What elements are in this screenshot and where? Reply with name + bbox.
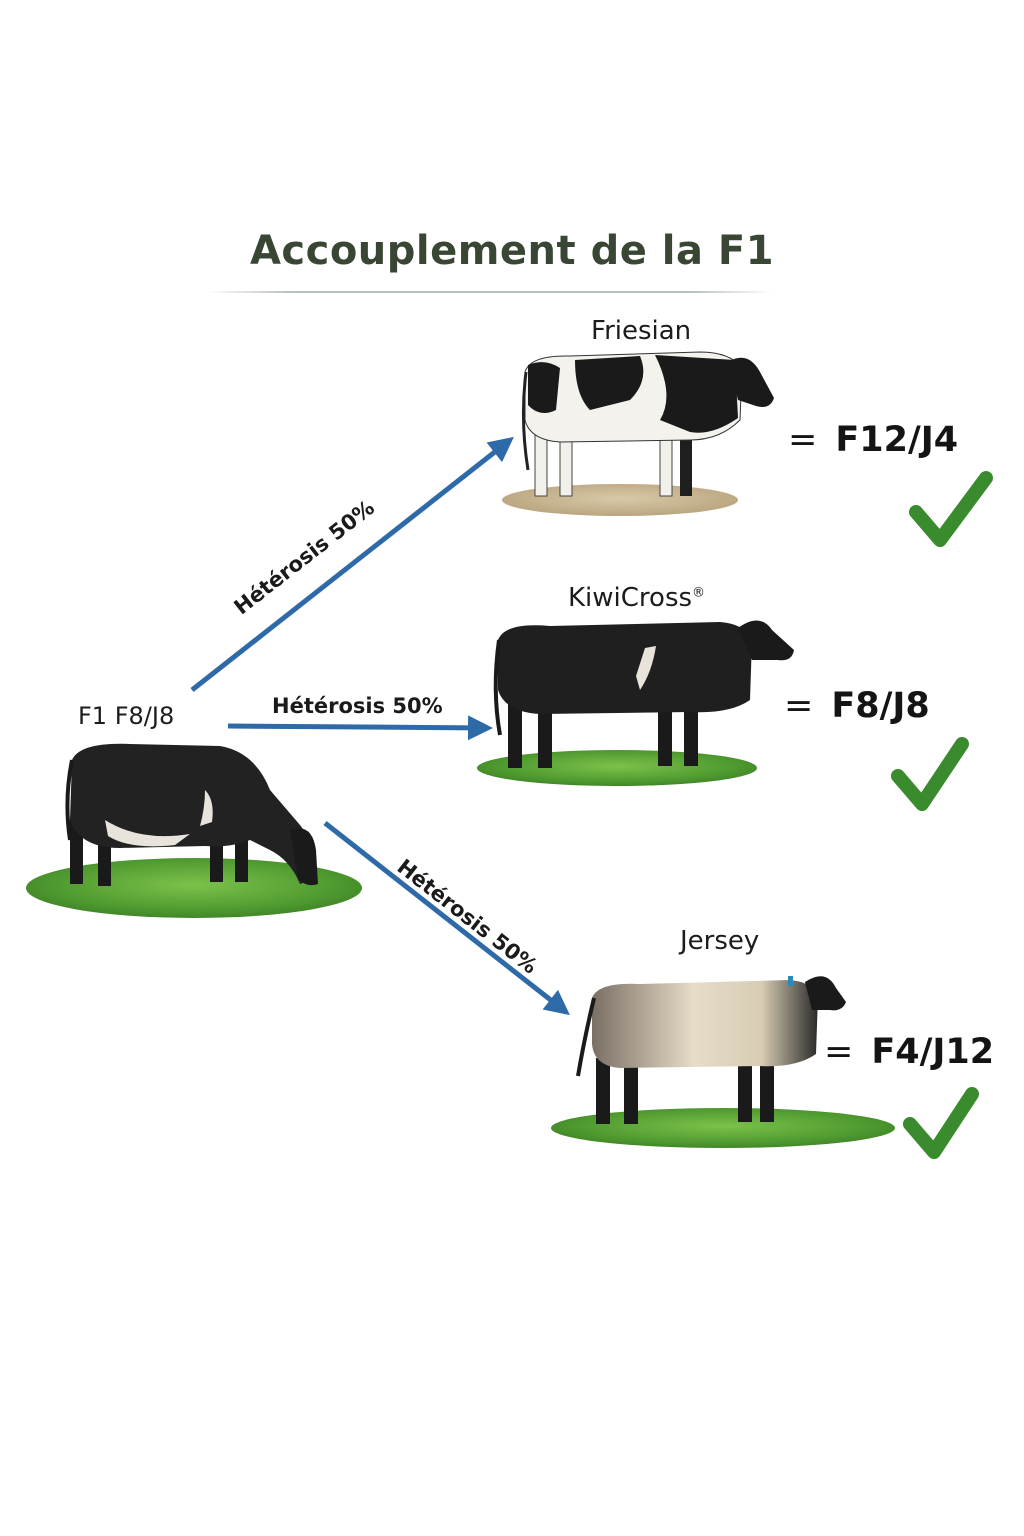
result-kiwicross: = F8/J8 [784,686,930,726]
equals-sign: = [788,420,818,460]
check-icon [891,737,969,811]
result-value: F4/J12 [871,1032,995,1072]
source-label: F1 F8/J8 [78,702,175,730]
breed-name: KiwiCross [568,583,693,613]
kiwicross-cow-image [477,620,794,786]
equals-sign: = [824,1032,854,1072]
f1-cow-image [26,743,362,918]
jersey-cow-image [551,976,895,1148]
check-icon [909,471,993,547]
result-value: F8/J8 [831,686,930,726]
breed-label-jersey: Jersey [680,926,760,956]
arrow-to-jersey [323,821,570,1016]
result-value: F12/J4 [835,420,959,460]
arrow-to-kiwicross [227,715,493,741]
page-title: Accouplement de la F1 [249,228,775,274]
check-icon [903,1087,979,1159]
result-jersey: = F4/J12 [824,1032,994,1072]
title-divider [206,291,774,293]
equals-sign: = [784,686,814,726]
registered-mark: ® [692,585,706,601]
breed-label-kiwicross: KiwiCross® [568,583,705,613]
breed-label-friesian: Friesian [591,316,692,346]
arrow-to-friesian [190,436,514,692]
heterosis-label-kiwicross: Hétérosis 50% [272,694,443,718]
friesian-cow-image [502,351,774,516]
result-friesian: = F12/J4 [788,420,958,460]
